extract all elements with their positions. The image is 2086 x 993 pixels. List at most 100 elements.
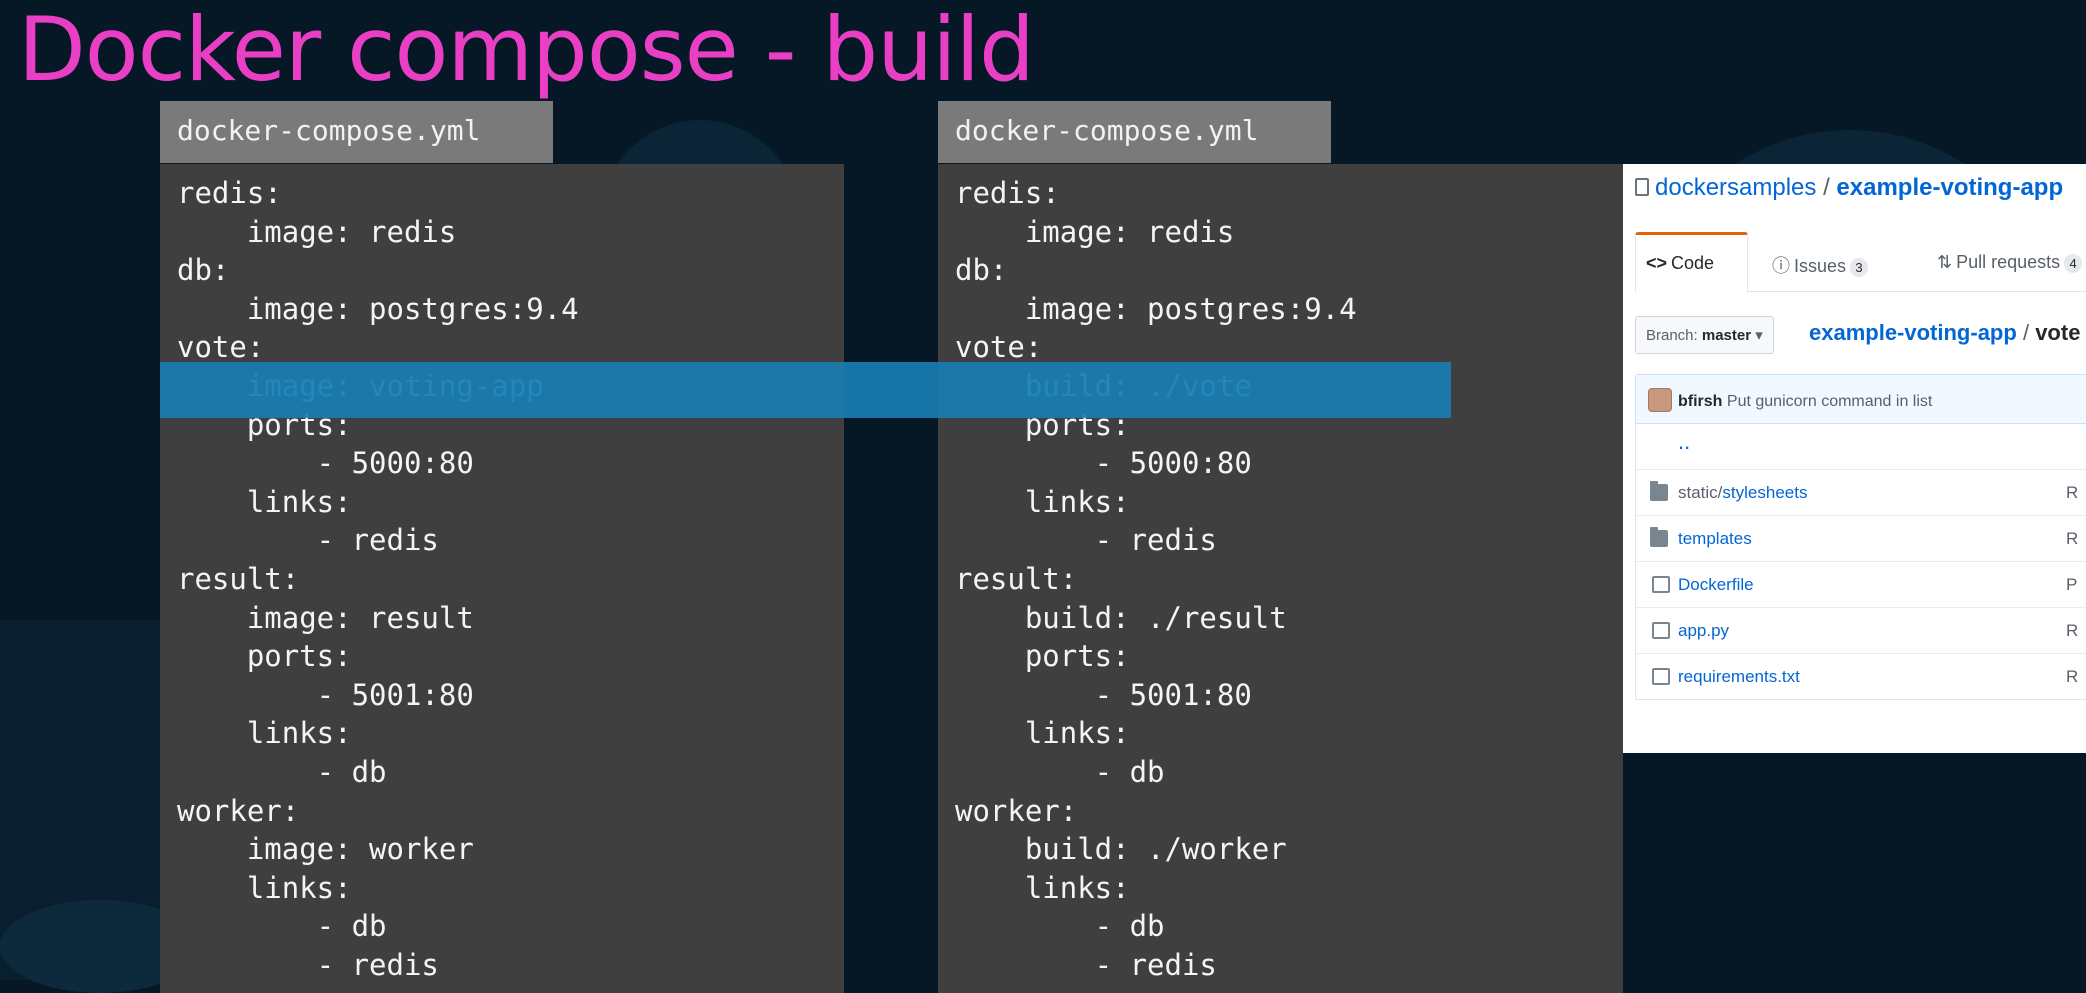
file-name-link[interactable]: templates — [1678, 529, 1752, 549]
branch-prefix-label: Branch: — [1646, 327, 1698, 344]
code-line: links: — [177, 484, 352, 519]
code-line: - db — [955, 754, 1165, 789]
code-line: image: worker — [177, 832, 474, 867]
breadcrumb-repo-link[interactable]: example-voting-app — [1809, 320, 2017, 345]
code-line: vote: — [177, 330, 265, 365]
code-line: ports: — [177, 639, 352, 674]
file-name: Dockerfile — [1678, 575, 1754, 594]
branch-selector-button[interactable]: Branch: master ▾ — [1635, 316, 1774, 354]
tab-code-label: Code — [1671, 253, 1715, 273]
code-line: image: result — [177, 600, 474, 635]
breadcrumb-current: vote — [2035, 320, 2081, 345]
code-line: ports: — [955, 639, 1130, 674]
commit-message[interactable]: Put gunicorn command in list — [1726, 393, 1933, 410]
breadcrumb-separator: / — [2022, 320, 2030, 345]
file-commit-message[interactable]: R — [2066, 529, 2079, 548]
code-line: image: postgres:9.4 — [177, 291, 579, 326]
parent-directory-row[interactable]: .. — [1636, 423, 2086, 469]
tab-pull-requests-label: Pull requests — [1956, 252, 2061, 272]
file-row[interactable]: requirements.txt R — [1636, 653, 2086, 699]
file-name: requirements.txt — [1678, 667, 1800, 686]
parent-directory-link[interactable]: .. — [1678, 429, 1691, 454]
repo-name-link[interactable]: example-voting-app — [1836, 174, 2064, 201]
repo-icon — [1635, 178, 1649, 196]
latest-commit-bar: bfirsh Put gunicorn command in list — [1635, 374, 2086, 424]
branch-name: master — [1701, 327, 1752, 344]
file-name-link[interactable]: app.py — [1678, 621, 1729, 641]
code-line: image: postgres:9.4 — [955, 291, 1357, 326]
pull-request-icon: ⇅ — [1937, 252, 1953, 272]
code-line: - redis — [177, 523, 439, 558]
file-path-prefix: static/ — [1678, 483, 1723, 502]
file-icon — [1652, 668, 1670, 685]
file-name: app.py — [1678, 621, 1730, 640]
file-commit-message[interactable]: R — [2066, 667, 2079, 686]
code-line: links: — [177, 716, 352, 751]
code-line: db: — [177, 253, 230, 288]
file-commit-message[interactable]: R — [2066, 621, 2079, 640]
breadcrumb: example-voting-app / vote — [1809, 320, 2080, 346]
repo-separator: / — [1823, 174, 1830, 201]
repo-owner-link[interactable]: dockersamples — [1655, 174, 1817, 201]
code-line: links: — [955, 484, 1130, 519]
file-icon — [1652, 576, 1670, 593]
left-code-block: redis: image: redis db: image: postgres:9… — [177, 174, 579, 984]
right-filename-tab: docker-compose.yml — [938, 101, 1331, 163]
code-line: - db — [177, 754, 387, 789]
code-line: links: — [177, 870, 352, 905]
code-line: - 5000:80 — [955, 446, 1252, 481]
code-line: result: — [177, 561, 300, 596]
code-line: build: ./worker — [955, 832, 1287, 867]
commit-author[interactable]: bfirsh — [1678, 393, 1723, 410]
code-line: vote: — [955, 330, 1043, 365]
repo-heading: dockersamples / example-voting-app — [1635, 174, 2063, 202]
folder-icon — [1650, 481, 1668, 501]
file-commit-message[interactable]: R — [2066, 483, 2079, 502]
code-line: build: ./result — [955, 600, 1287, 635]
line-highlight-bar — [160, 362, 1451, 418]
file-commit-message[interactable]: P — [2066, 575, 2078, 594]
code-line: redis: — [177, 176, 282, 210]
issue-icon: ⓘ — [1772, 256, 1790, 276]
code-line: - db — [177, 909, 387, 944]
code-line: redis: — [955, 176, 1060, 210]
file-row[interactable]: Dockerfile P — [1636, 561, 2086, 607]
code-line: links: — [955, 716, 1130, 751]
code-icon: <> — [1646, 253, 1668, 273]
tab-issues-label: Issues — [1794, 256, 1847, 276]
file-name: stylesheets — [1722, 483, 1808, 502]
file-row[interactable]: static/stylesheets R — [1636, 469, 2086, 515]
file-name-link[interactable]: Dockerfile — [1678, 575, 1754, 595]
file-name-link[interactable]: static/stylesheets — [1678, 483, 1807, 503]
pull-requests-count-badge: 4 — [2064, 254, 2083, 273]
issues-count-badge: 3 — [1850, 258, 1869, 277]
caret-down-icon: ▾ — [1755, 327, 1763, 344]
file-name-link[interactable]: requirements.txt — [1678, 667, 1800, 687]
file-icon — [1652, 622, 1670, 639]
file-name: templates — [1678, 529, 1752, 548]
left-code-panel: redis: image: redis db: image: postgres:9… — [160, 164, 844, 993]
avatar[interactable] — [1648, 388, 1672, 412]
file-row[interactable]: app.py R — [1636, 607, 2086, 653]
tab-code[interactable]: <>Code — [1635, 232, 1748, 293]
code-line: - redis — [177, 947, 439, 982]
code-line: result: — [955, 561, 1078, 596]
code-line: - redis — [955, 523, 1217, 558]
code-line: - redis — [955, 947, 1217, 982]
code-line: - db — [955, 909, 1165, 944]
code-line: worker: — [955, 793, 1078, 828]
code-line: worker: — [177, 793, 300, 828]
file-row[interactable]: templates R — [1636, 515, 2086, 561]
left-filename-tab: docker-compose.yml — [160, 101, 553, 163]
code-line: image: redis — [177, 214, 457, 249]
slide-title: Docker compose - build — [18, 0, 1035, 101]
code-line: - 5000:80 — [177, 446, 474, 481]
github-repo-panel: dockersamples / example-voting-app <>Cod… — [1623, 164, 2086, 753]
code-line: - 5001:80 — [955, 677, 1252, 712]
